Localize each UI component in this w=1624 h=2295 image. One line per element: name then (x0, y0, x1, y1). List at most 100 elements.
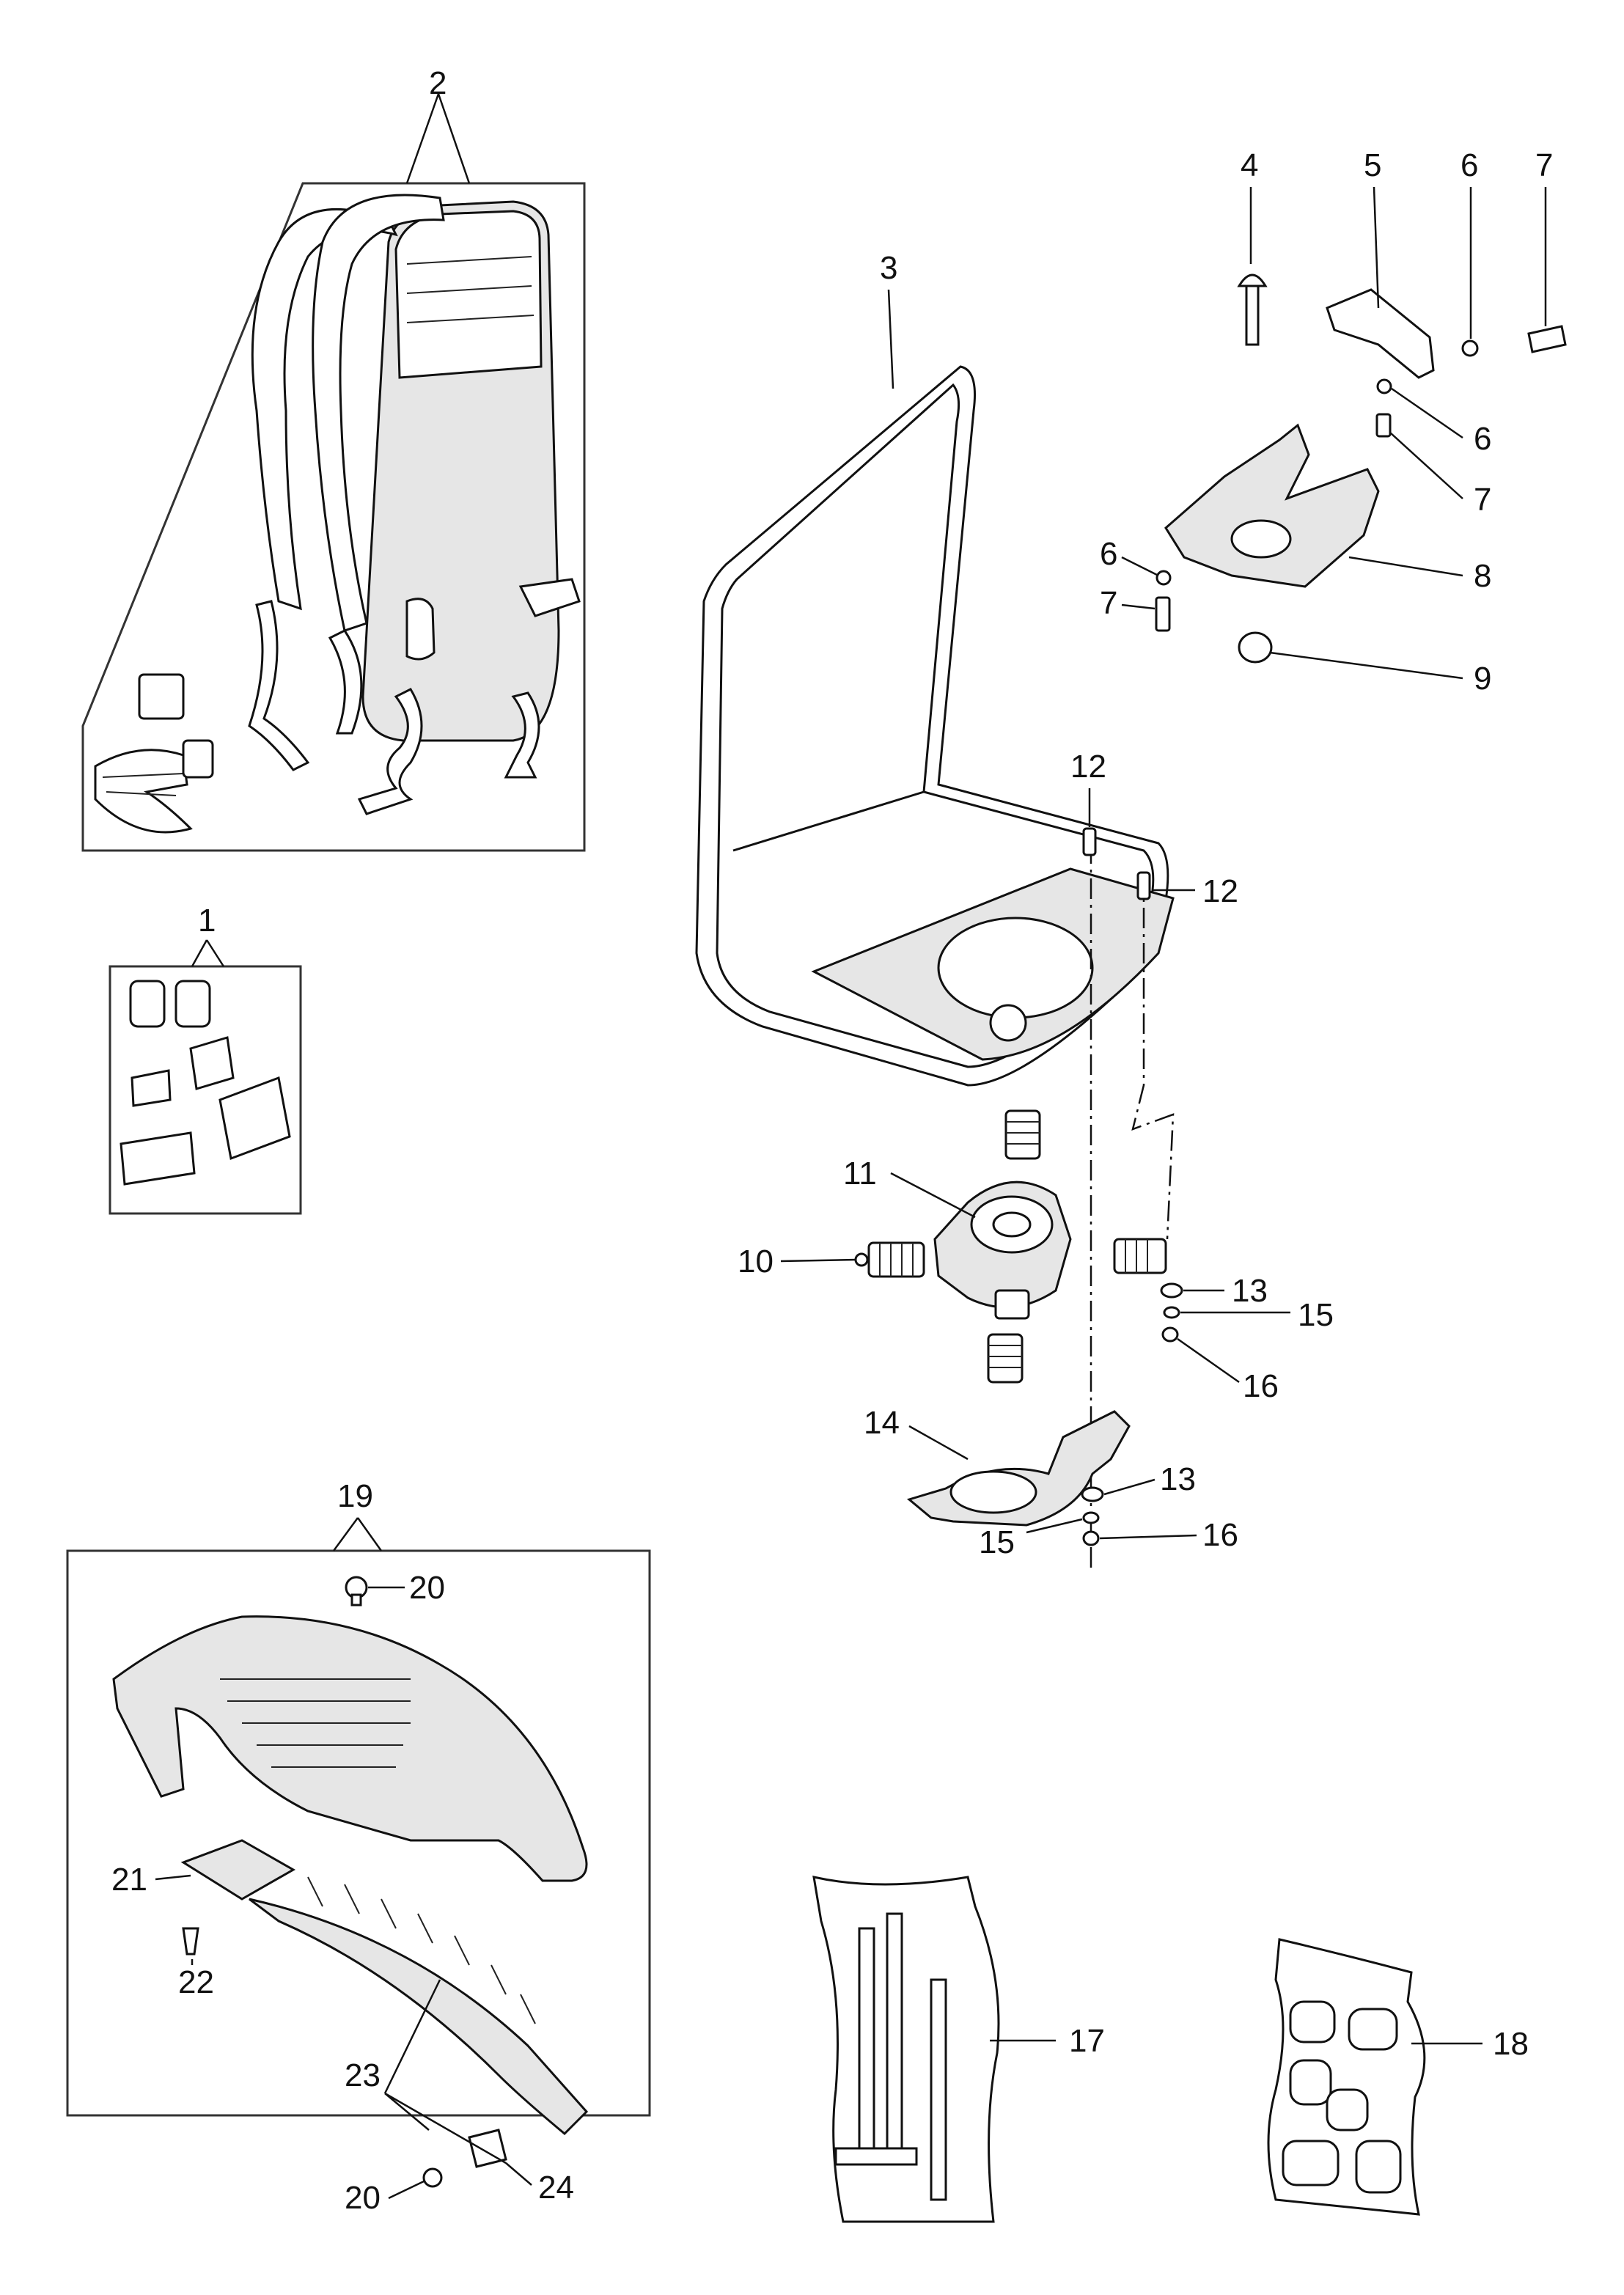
leader-10 (780, 1258, 857, 1263)
leader-15b (1026, 1518, 1083, 1534)
damper-hub-bore (992, 1211, 1032, 1238)
label-15b: 15 (979, 1524, 1015, 1560)
leader-9 (1269, 651, 1463, 680)
leader-11 (890, 1172, 976, 1219)
webbing-lower-right (504, 691, 540, 779)
screw-20-top-shank (350, 1593, 362, 1606)
screw-12a (1082, 827, 1097, 856)
spring-bottom-coils (988, 1345, 1022, 1368)
label-13a: 13 (1232, 1273, 1268, 1309)
label-6a: 6 (1461, 147, 1478, 183)
label-15a: 15 (1298, 1297, 1334, 1333)
leader-21 (155, 1874, 191, 1881)
leader-13b (1103, 1478, 1155, 1496)
label-17: 17 (1069, 2023, 1105, 2059)
damper-hub-nozzle (994, 1289, 1030, 1320)
screw-mid (1375, 413, 1392, 438)
pad-17-rod-2 (886, 1912, 903, 2150)
strap-adjuster (518, 578, 581, 617)
guard-shell (112, 1615, 588, 1882)
spacer (1238, 631, 1273, 664)
leader-5 (1373, 186, 1380, 309)
washer-13a (1160, 1282, 1183, 1299)
webbing-lower-left (357, 688, 423, 815)
buckle-female-large (218, 1076, 291, 1161)
washer-low (1155, 570, 1172, 586)
buckle-kit-group (109, 939, 302, 1215)
webbing-mid (328, 629, 363, 735)
frame-tube-outer (695, 365, 1169, 1087)
pad-ridges (406, 256, 534, 323)
screw-low (1155, 596, 1171, 632)
leader-2 (405, 93, 471, 184)
pad-18-cell-3 (1289, 2059, 1332, 2106)
guard-skirt-teeth (307, 1876, 536, 2024)
leader-14 (908, 1425, 969, 1461)
label-20a: 20 (409, 1570, 445, 1606)
nut-16b (1082, 1530, 1100, 1546)
pad-18-cell-6 (1355, 2140, 1402, 2194)
label-16b: 16 (1202, 1517, 1238, 1553)
label-19: 19 (337, 1478, 373, 1514)
guard-mount-plate (180, 1839, 296, 1901)
leader-23 (383, 1979, 507, 2164)
buckle-slide-1 (129, 980, 166, 1028)
label-24: 24 (538, 2170, 574, 2206)
mount-bracket (1326, 288, 1435, 379)
spring-top (1004, 1109, 1041, 1160)
pad-18-cell-2 (1348, 2008, 1398, 2051)
cradle-bracket (1164, 423, 1380, 588)
label-9: 9 (1474, 661, 1491, 697)
label-12a: 12 (1070, 749, 1106, 785)
label-7a: 7 (1535, 147, 1553, 183)
screw-12b (1136, 871, 1151, 900)
bracket-24 (468, 2129, 507, 2168)
center-line-right (1131, 873, 1175, 1240)
leader-3 (887, 289, 894, 389)
carriage-bolt-head (1237, 273, 1268, 287)
leader-7b (1389, 432, 1463, 499)
backpack-harness-group (81, 93, 586, 852)
leader-7c (1121, 603, 1155, 610)
lockwasher-15a (1163, 1306, 1180, 1319)
leader-19 (332, 1517, 383, 1552)
label-8: 8 (1474, 558, 1491, 594)
leader-8 (1348, 556, 1463, 577)
leader-16b (1099, 1534, 1197, 1540)
spring-left-end (854, 1252, 869, 1267)
label-22: 22 (178, 1964, 214, 2000)
label-2: 2 (429, 65, 447, 101)
label-3: 3 (880, 250, 897, 286)
label-4: 4 (1241, 147, 1258, 183)
frame-part: 3 (695, 250, 1175, 1087)
spring-left-coils (879, 1243, 914, 1277)
frame-crossbar (732, 790, 925, 852)
frame-center-ring (937, 917, 1094, 1019)
washer-top (1461, 339, 1479, 357)
buckle-box-outline (109, 965, 302, 1215)
screw-22 (182, 1927, 199, 1956)
pad-17-rod-3 (930, 1978, 947, 2201)
shoulder-strap-left (251, 208, 398, 611)
cradle-hole (1230, 519, 1292, 559)
leader-6c (1121, 556, 1159, 577)
label-20b: 20 (345, 2180, 381, 2216)
label-12b: 12 (1202, 873, 1238, 909)
carriage-bolt-shank (1245, 284, 1260, 346)
buckle-upper (138, 673, 185, 720)
back-plate-pad (394, 210, 543, 379)
washer-13b (1081, 1486, 1104, 1502)
screw-top (1527, 325, 1567, 353)
spring-right-coils (1125, 1239, 1148, 1273)
label-6b: 6 (1474, 421, 1491, 457)
webbing-left (248, 600, 310, 771)
label-10: 10 (738, 1244, 774, 1279)
pad-17: 17 (812, 1876, 1105, 2223)
guard-box-outline (66, 1549, 651, 2117)
lockwasher-15b (1082, 1511, 1100, 1524)
pad-17-body (812, 1876, 1000, 2223)
guard-skirt (249, 1898, 589, 2136)
guard-ribs (220, 1678, 411, 1768)
label-7b: 7 (1474, 482, 1491, 518)
